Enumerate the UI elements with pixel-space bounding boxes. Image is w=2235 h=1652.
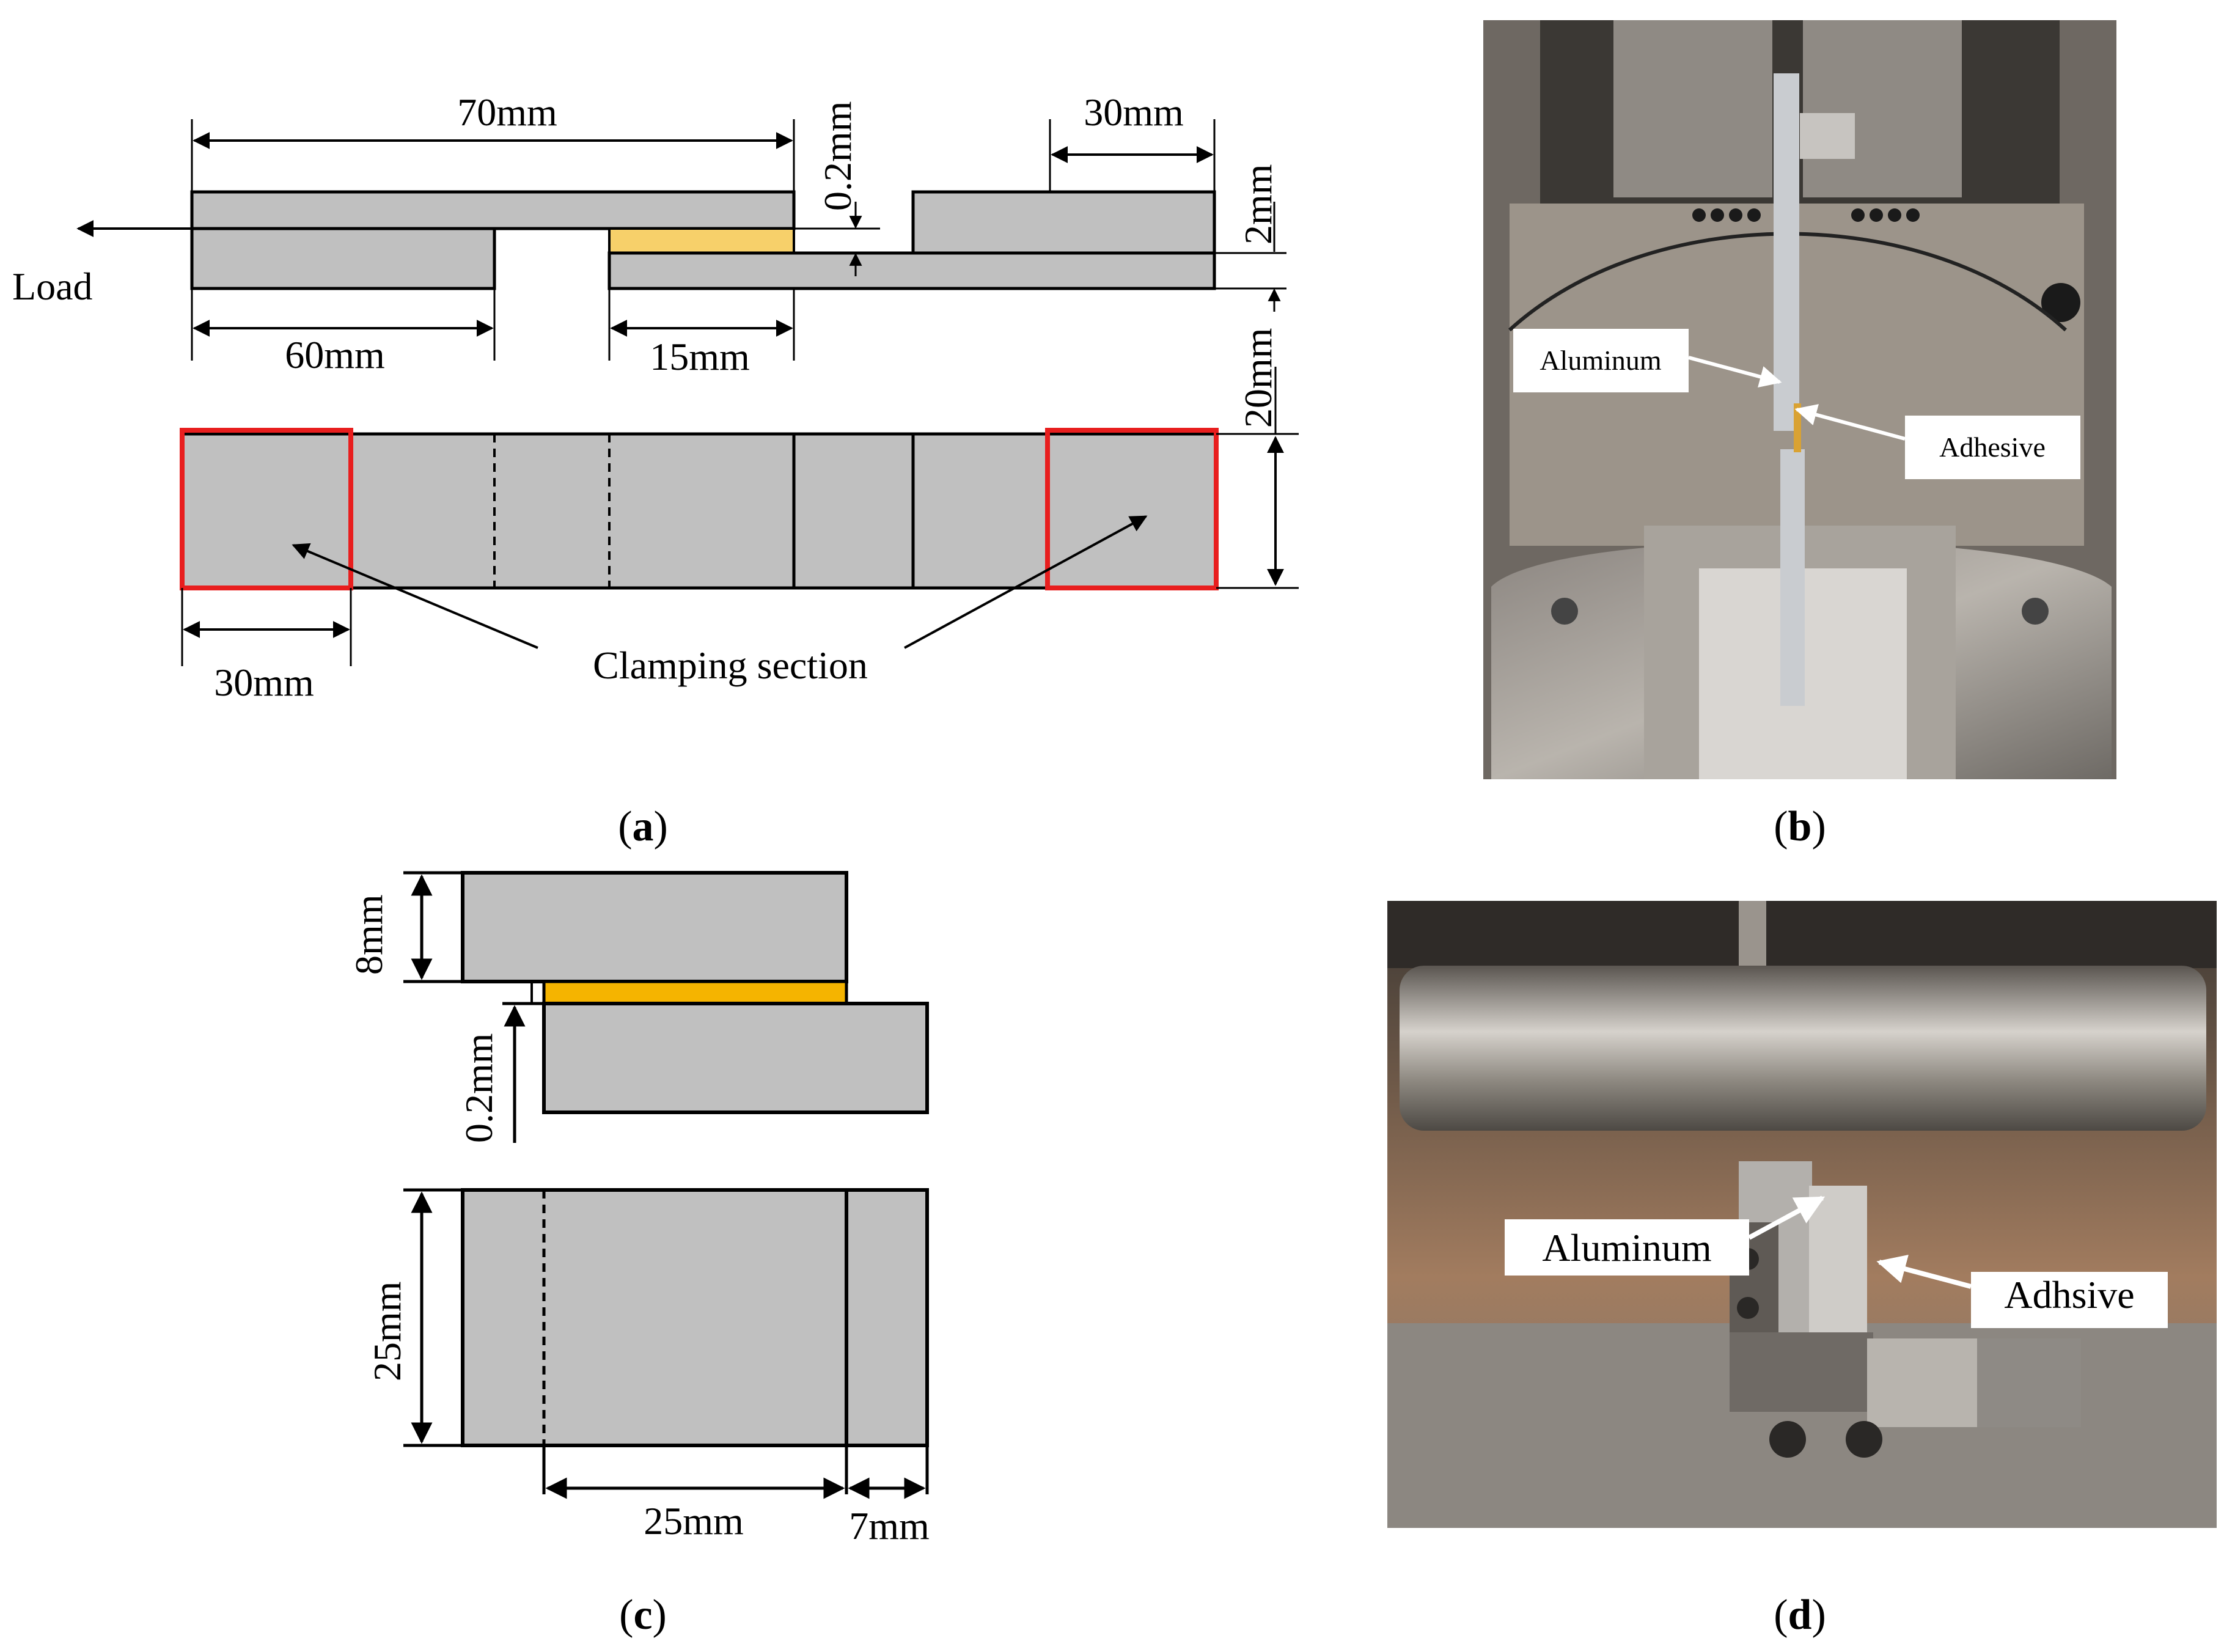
dim-30-clamp-label: 30mm <box>214 661 314 704</box>
dim-15-label: 15mm <box>650 335 750 378</box>
adhesive-layer <box>608 227 795 254</box>
aluminum-label-box <box>1513 329 1689 392</box>
dim-25-width-label: 25mm <box>365 1281 409 1381</box>
panel-a-diagram: Load 70mm 30mm 0.2mm 2mm 60mm 15mm <box>12 90 1299 850</box>
dim-thickness-label: 2mm <box>1236 164 1280 244</box>
adhesive-label-b: Adhesive <box>1939 431 2046 463</box>
caption-b: (b) <box>1774 803 1826 850</box>
aluminum-label-b: Aluminum <box>1540 345 1662 376</box>
left-clamping-box <box>180 428 353 590</box>
lower-block <box>542 1002 929 1114</box>
caption-c: (c) <box>619 1591 667 1639</box>
dim-8-label: 8mm <box>347 894 391 975</box>
adhesive-layer-c <box>542 980 848 1005</box>
panel-d-photo: Aluminum Adhsive (d) <box>1387 901 2217 1639</box>
dim-60-label: 60mm <box>285 333 385 376</box>
dim-adhesive-label: 0.2mm <box>816 101 859 211</box>
dim-20-label: 20mm <box>1236 328 1280 428</box>
upper-block <box>461 871 848 983</box>
specimen-lower <box>1780 449 1805 706</box>
adhesive-label-d: Adhsive <box>2004 1273 2134 1316</box>
adhesive-label-box <box>1905 416 2080 479</box>
upper-adherend <box>190 190 796 230</box>
plan-view-c <box>461 1188 929 1447</box>
clamping-section-label: Clamping section <box>593 644 868 687</box>
panel-b-photo: Aluminum Adhesive (b) <box>1483 20 2116 850</box>
compression-ring <box>1400 966 2206 1131</box>
dim-7-label: 7mm <box>849 1504 930 1547</box>
dim-30-top-label: 30mm <box>1084 90 1184 134</box>
lower-adherend <box>607 251 1216 290</box>
dim-25-overlap-label: 25mm <box>644 1499 744 1543</box>
dim-adhesive-c-label: 0.2mm <box>457 1033 501 1143</box>
adhesive-label-box-d <box>1971 1272 2168 1328</box>
caption-a: (a) <box>618 803 668 850</box>
right-clamping-box <box>1045 428 1219 590</box>
aluminum-label-d: Aluminum <box>1542 1226 1711 1269</box>
left-spacer-bar <box>190 227 496 290</box>
aluminum-label-box-d <box>1505 1219 1749 1276</box>
right-spacer-bar <box>911 190 1216 255</box>
caption-d: (d) <box>1774 1591 1826 1639</box>
panel-c-diagram: 8mm 0.2mm 25mm 25mm 7mm (c) <box>347 871 930 1639</box>
dim-70-label: 70mm <box>457 90 557 134</box>
load-label: Load <box>12 265 93 308</box>
specimen-upper <box>1774 73 1799 431</box>
